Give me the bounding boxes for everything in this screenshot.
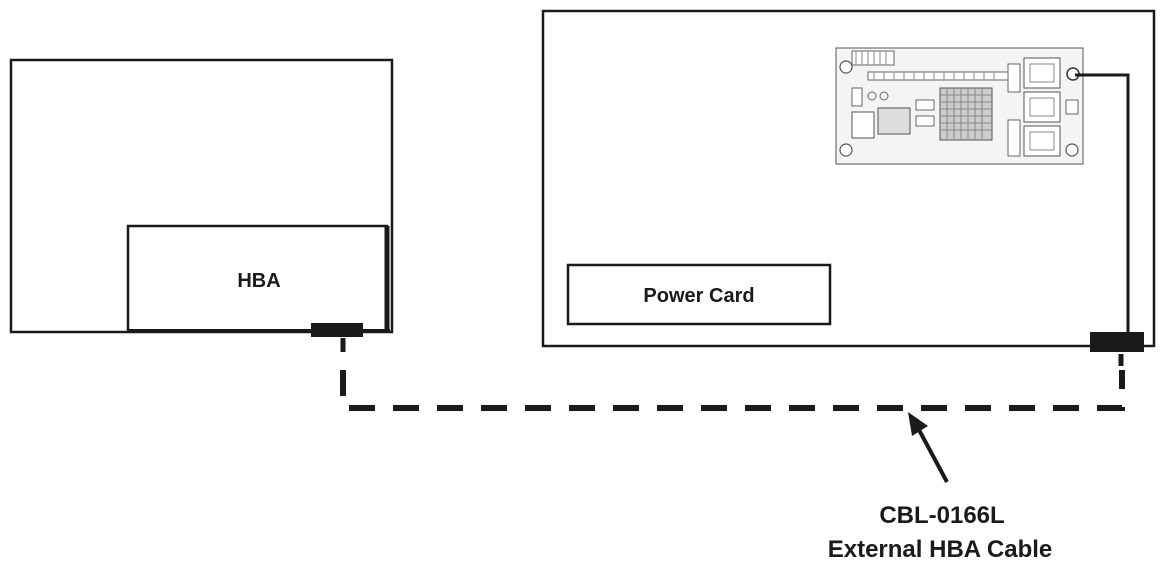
hba-card: HBA	[126, 224, 390, 333]
circuit-board-illustration	[835, 47, 1084, 165]
internal-cable	[1075, 73, 1130, 334]
external-cable-path	[340, 370, 1125, 411]
power-card-outline	[566, 263, 832, 326]
enclosure	[541, 9, 1156, 348]
external-hba-cable	[340, 338, 1125, 411]
enclosure-outline	[541, 9, 1156, 348]
power-card: Power Card	[566, 263, 832, 326]
cable-part-number: CBL-0166L	[879, 502, 1004, 529]
hba-connector	[311, 323, 363, 337]
host-enclosure	[9, 58, 394, 334]
cable-description: External HBA Cable	[828, 536, 1053, 563]
host-enclosure-outline	[9, 58, 394, 334]
hba-label: HBA	[237, 270, 280, 292]
enclosure-connector	[1090, 332, 1144, 352]
power-card-label: Power Card	[643, 285, 754, 307]
cable-callout-arrow	[908, 412, 949, 483]
